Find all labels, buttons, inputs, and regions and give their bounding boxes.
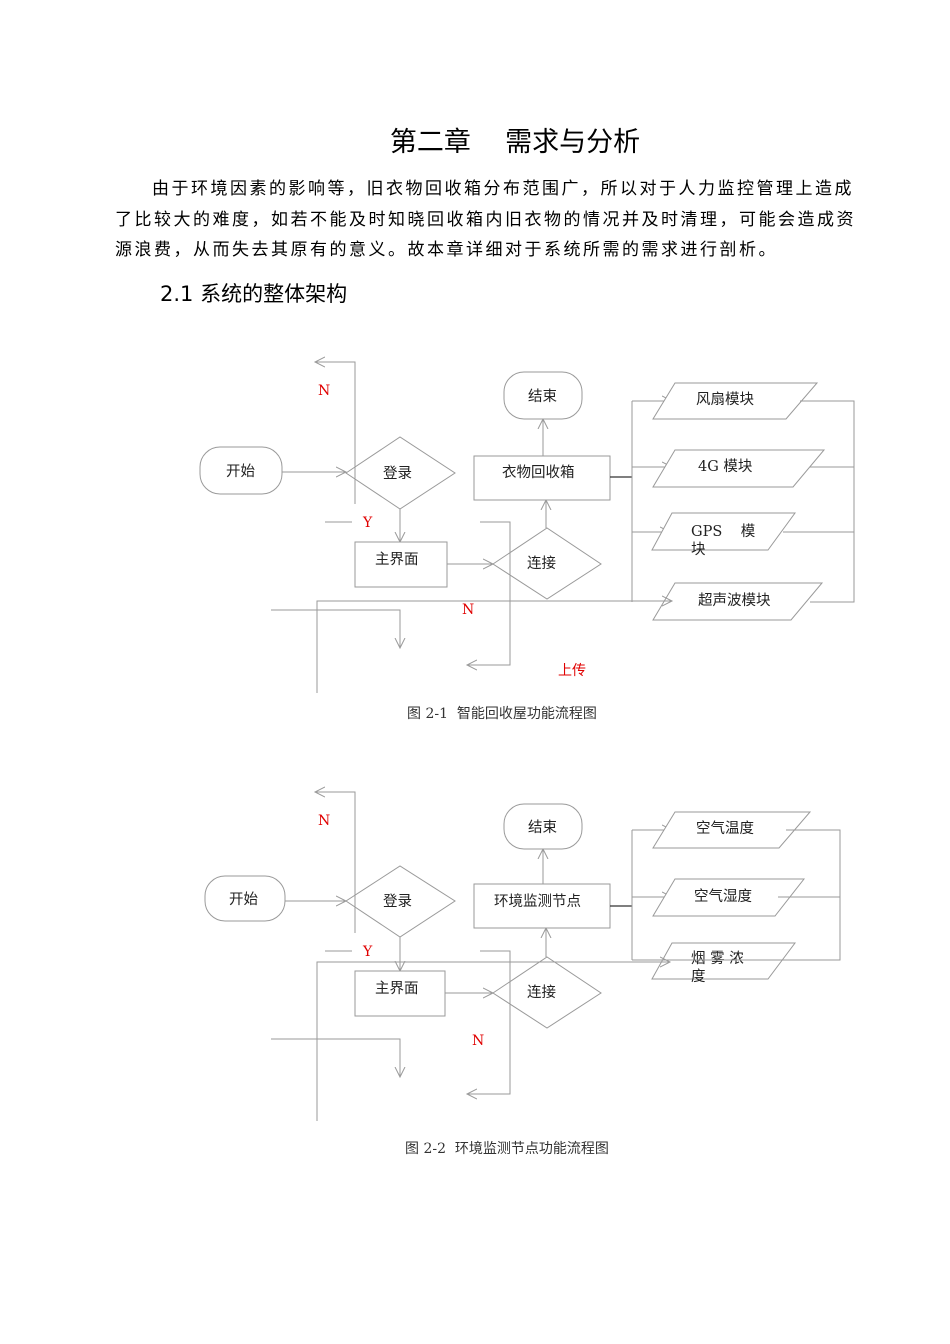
fan-module (652, 382, 819, 420)
gps-module (651, 512, 796, 551)
login-decision (345, 436, 456, 510)
figure-caption: 图 2-2 环境监测节点功能流程图 (405, 1141, 609, 1157)
figure-caption: 图 2-1 智能回收屋功能流程图 (407, 706, 597, 722)
login-label: 登录 (383, 893, 412, 910)
connect-label: 连接 (527, 555, 556, 572)
login-decision (345, 865, 456, 938)
4g-module (652, 449, 826, 488)
end-label: 结束 (528, 819, 557, 836)
smoke-density-module (651, 942, 796, 980)
node-label: 衣物回收箱 (502, 464, 575, 481)
n-return-arrow (316, 962, 670, 1121)
ultrasonic-module (652, 582, 824, 621)
module-label: GPS 模 (691, 523, 755, 540)
start-label: 开始 (229, 891, 258, 908)
label-y: Y (362, 944, 373, 960)
n-return-arrow (316, 601, 672, 693)
label-n: N (318, 813, 330, 829)
merge-bus (632, 829, 841, 961)
start-label: 开始 (226, 463, 255, 480)
start-terminal (199, 446, 283, 495)
chapter-title: 第二章 需求与分析 (389, 127, 641, 158)
arrow (271, 1038, 400, 1077)
main-ui-box (354, 541, 448, 588)
end-terminal (503, 803, 583, 850)
connect-decision (492, 956, 602, 1029)
main-ui-box (354, 970, 446, 1017)
module-label: 块 (691, 541, 706, 558)
node-box (473, 883, 611, 929)
paragraph-line: 了比较大的难度，如若不能及时知晓回收箱内旧衣物的情况并及时清理，可能会造成资 (115, 209, 856, 230)
module-label: 空气湿度 (694, 888, 752, 905)
connect-decision (492, 527, 602, 600)
upload-loop-arrow (467, 521, 511, 665)
end-terminal (503, 371, 583, 420)
module-label: 超声波模块 (698, 591, 771, 609)
figure-1-flowchart: N 开始 登录 Y 主界面 连接 衣物回收箱 结束 风扇模块 4G 模块 GPS… (199, 362, 855, 722)
merge-bus (783, 400, 855, 603)
label-y: Y (362, 515, 373, 531)
module-label: 4G 模块 (698, 458, 753, 475)
label-upload: 上传 (558, 663, 586, 679)
login-label: 登录 (383, 465, 412, 482)
end-label: 结束 (528, 388, 557, 405)
start-terminal (204, 875, 286, 922)
main-ui-label: 主界面 (375, 551, 419, 568)
node-label: 环境监测节点 (494, 892, 581, 910)
air-temperature-module (652, 811, 812, 849)
connect-label: 连接 (527, 984, 556, 1001)
paragraph-line: 源浪费，从而失去其原有的意义。故本章详细对于系统所需的需求进行剖析。 (115, 240, 778, 260)
module-label: 度 (691, 968, 706, 985)
label-n: N (318, 383, 330, 399)
label-n: N (472, 1033, 484, 1049)
module-label: 风扇模块 (696, 391, 754, 408)
label-n: N (462, 602, 474, 618)
figure-2-flowchart: N 开始 登录 Y 主界面 连接 环境监测节点 结束 空气温度 空气湿度 烟 雾… (204, 792, 841, 1157)
node-box (473, 455, 611, 501)
module-label: 空气温度 (696, 820, 754, 837)
arrow (271, 609, 400, 648)
intro-paragraph: 由于环境因素的影响等，旧衣物回收箱分布范围广，所以对于人力监控管理上造成 了比较… (115, 174, 875, 266)
air-humidity-module (652, 878, 806, 917)
loop-arrow (467, 950, 511, 1094)
module-label: 烟 雾 浓 (691, 950, 744, 967)
paragraph-line: 由于环境因素的影响等，旧衣物回收箱分布范围广，所以对于人力监控管理上造成 (152, 179, 854, 199)
section-heading: 2.1 系统的整体架构 (160, 282, 348, 306)
main-ui-label: 主界面 (375, 980, 419, 997)
